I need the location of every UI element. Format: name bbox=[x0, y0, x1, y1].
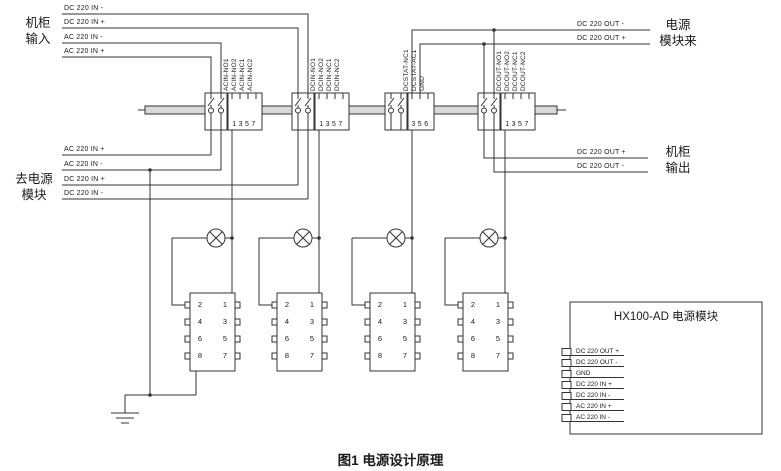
signal-label: DC 220 OUT + bbox=[577, 35, 626, 42]
signal-label: AC 220 IN + bbox=[64, 48, 105, 55]
wire-cabinet-input bbox=[62, 13, 309, 93]
relay-pin-label: DCIN-NO1 bbox=[310, 57, 317, 91]
power-module-pin-label: DC 220 IN - bbox=[576, 392, 611, 399]
power-module-pin-label: DC 220 OUT - bbox=[576, 359, 618, 366]
relay-pin-label: DCIN-NO2 bbox=[318, 57, 325, 91]
relay-block-number: 1357 bbox=[505, 121, 531, 128]
signal-label: DC 220 IN - bbox=[64, 190, 104, 197]
wire-from-power-module bbox=[411, 29, 650, 93]
signal-label: DC 220 OUT - bbox=[577, 21, 625, 28]
relay-block-number: 1357 bbox=[232, 121, 258, 128]
signal-label: DC 220 IN + bbox=[64, 176, 105, 183]
relay-terminal-block-1 bbox=[227, 92, 263, 131]
relay-pin-label: ACIN-NC2 bbox=[247, 58, 254, 91]
relay-contact-block-2 bbox=[291, 92, 315, 131]
relay-pin-label: ACIN-NC1 bbox=[239, 58, 246, 91]
wire-branch-4 bbox=[444, 130, 506, 306]
wire-ground bbox=[124, 371, 197, 413]
group-label-to-power-module: 去电源 模块 bbox=[15, 172, 53, 202]
relay-terminal-block-2 bbox=[314, 92, 350, 131]
wire-branch-2 bbox=[258, 130, 320, 306]
junction-dots bbox=[148, 28, 507, 397]
connector-pin-column-left: 2 4 6 8 bbox=[377, 300, 383, 360]
power-module-pin-label: DC 220 IN + bbox=[576, 381, 612, 388]
relay-pin-label: DCIN-NC2 bbox=[334, 58, 341, 91]
connector-pin-column-right: 1 3 5 7 bbox=[222, 300, 228, 360]
signal-label: DC 220 OUT - bbox=[577, 163, 625, 170]
group-label-cabinet-input: 机柜 输入 bbox=[25, 16, 51, 46]
group-label-cabinet-output: 机柜 输出 bbox=[665, 145, 691, 175]
power-module-box bbox=[561, 301, 763, 435]
figure-caption: 图1 电源设计原理 bbox=[337, 453, 444, 468]
relay-pin-label: GND bbox=[419, 75, 426, 91]
relay-pin-label: DCSTAT-NC1 bbox=[403, 49, 410, 91]
lamp-icon-4 bbox=[479, 228, 499, 248]
power-module-pin-label: AC 220 IN - bbox=[576, 414, 610, 421]
connector-pin-column-right: 1 3 5 7 bbox=[309, 300, 315, 360]
power-module-title: HX100-AD 电源模块 bbox=[613, 311, 719, 323]
relay-pin-label: DCOUT-NC2 bbox=[520, 51, 527, 91]
power-module-pin-label: GND bbox=[576, 370, 591, 377]
relay-block-number: 1357 bbox=[319, 121, 345, 128]
group-label-from-power-module: 电源 模块来 bbox=[659, 18, 697, 48]
relay-pin-label: DCOUT-NO2 bbox=[504, 50, 511, 91]
relay-pin-label: DCOUT-NC1 bbox=[512, 51, 519, 91]
signal-label: AC 220 IN + bbox=[64, 146, 105, 153]
connector-pin-column-right: 1 3 5 7 bbox=[402, 300, 408, 360]
relay-pin-label: ACIN-NO2 bbox=[231, 58, 238, 91]
signal-label: DC 220 OUT + bbox=[577, 149, 626, 156]
relay-block-number: 356 bbox=[411, 121, 431, 128]
relay-pin-label: DCIN-NC1 bbox=[326, 58, 333, 91]
connector-pin-column-right: 1 3 5 7 bbox=[495, 300, 501, 360]
relay-contact-block-4 bbox=[477, 92, 501, 131]
signal-label: DC 220 IN - bbox=[64, 5, 104, 12]
wire-branch-3 bbox=[351, 130, 413, 306]
relay-contact-block-1 bbox=[204, 92, 228, 131]
relay-contact-block-3 bbox=[384, 92, 408, 131]
wire-branch-1 bbox=[171, 130, 233, 306]
bus-bar bbox=[138, 105, 566, 115]
relay-pin-label: DCOUT-NO1 bbox=[496, 50, 503, 91]
signal-label: DC 220 IN + bbox=[64, 19, 105, 26]
signal-label: AC 220 IN - bbox=[64, 34, 103, 41]
connector-pin-column-left: 2 4 6 8 bbox=[284, 300, 290, 360]
relay-terminal-block-3 bbox=[407, 92, 435, 131]
connector-pin-column-left: 2 4 6 8 bbox=[197, 300, 203, 360]
ground-icon bbox=[111, 412, 139, 424]
wire-cabinet-output bbox=[483, 130, 648, 173]
wire-to-power-module bbox=[62, 130, 309, 395]
power-module-pin-label: DC 220 OUT + bbox=[576, 348, 620, 355]
power-module-pin-label: AC 220 IN + bbox=[576, 403, 612, 410]
relay-pin-label: DCSTAT-AC1 bbox=[411, 49, 418, 92]
lamp-icon-2 bbox=[293, 228, 313, 248]
connector-pin-column-left: 2 4 6 8 bbox=[470, 300, 476, 360]
lamp-icon-3 bbox=[386, 228, 406, 248]
lamp-icon-1 bbox=[206, 228, 226, 248]
wires bbox=[62, 13, 650, 413]
relay-pin-label: ACIN-NO1 bbox=[223, 58, 230, 91]
relay-terminal-block-4 bbox=[500, 92, 536, 131]
signal-label: AC 220 IN - bbox=[64, 161, 103, 168]
